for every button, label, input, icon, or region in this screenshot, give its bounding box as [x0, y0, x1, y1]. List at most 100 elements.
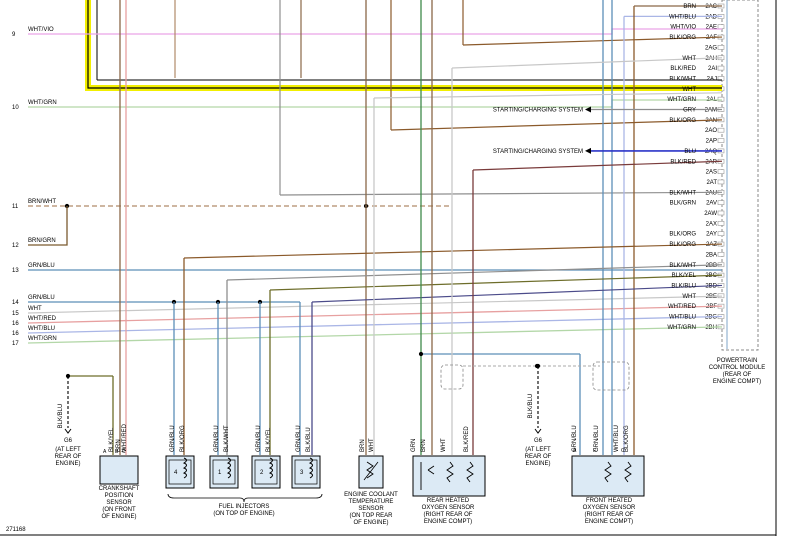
pcm-pin-socket [717, 252, 725, 257]
row-number: 15 [12, 311, 19, 317]
fuel-injector [165, 455, 195, 489]
component-wire-label: GRN/BLU [572, 425, 578, 452]
connector-frame [440, 364, 464, 390]
ground-left-location: REAR OF [55, 454, 82, 460]
crankshaft-sensor-title: SENSOR [106, 500, 132, 506]
pcm-wire-label: BLK/BLU [671, 283, 696, 289]
pcm-wire-label: WHT [682, 294, 696, 300]
component-wire-label: BRN [360, 439, 366, 452]
pcm-pin-number: 2AW [704, 211, 717, 217]
row-wire-label: BRN/WHT [28, 199, 56, 205]
wire-blk-org [390, 119, 723, 131]
pcm-pin-number: 2AZ [706, 242, 717, 248]
row-number: 16 [12, 321, 19, 327]
injector-group-bracket [167, 493, 323, 503]
pin-letter: F [593, 448, 596, 454]
row-wire-label: WHT/VIO [28, 27, 54, 33]
wire-wht-blu [27, 315, 723, 334]
row-number: 13 [12, 268, 19, 274]
coolant-temp-title: ENGINE COOLANT [344, 492, 398, 498]
wire-wht [451, 57, 723, 69]
pcm-pin-number: 2AS [706, 170, 717, 176]
component-wire-label: WHT/RED [122, 423, 128, 452]
pcm-wire-label: WHT/RED [668, 304, 697, 310]
pcm-pin-number: 2AO [705, 128, 717, 134]
pcm-pin-number: 2AF [706, 35, 717, 41]
pcm-pin-number: 2AM [705, 108, 717, 114]
rear-o2-title: ENGINE COMPT) [424, 519, 472, 525]
row-number: 16 [12, 331, 19, 337]
heater-icon [604, 461, 612, 483]
pin-letter: C [122, 449, 126, 455]
injector-number: 2 [260, 470, 264, 476]
injector-number: 1 [218, 470, 222, 476]
fuel-injector [209, 455, 239, 489]
ground-mid-location: (AT LEFT [525, 447, 551, 453]
component-wire-label: GRN [411, 439, 417, 452]
component-wire-label: GRN/BLU [214, 425, 220, 452]
pin-letter: A [573, 448, 577, 454]
component-wire-label: WHT [441, 438, 447, 452]
pcm-pin-number: 2BF [706, 304, 717, 310]
arrow-icon [585, 147, 591, 154]
pcm-wire-label: BRN [683, 4, 696, 10]
pcm-pin-socket [717, 221, 725, 226]
pcm-pin-socket [717, 210, 725, 216]
wire-brn-grn [28, 206, 68, 246]
pcm-pin-number: 2AV [706, 201, 717, 207]
coolant-temp-sensor [358, 455, 384, 489]
fuel-injector [291, 455, 321, 489]
arrow-icon [585, 106, 591, 113]
pin-letter: C [621, 448, 625, 454]
pcm-wire-label: BLK/WHT [669, 76, 696, 82]
wire-wht-vio [28, 28, 722, 35]
pcm-pin-socket [717, 200, 725, 205]
starting-charging-label: STARTING/CHARGING SYSTEM [493, 149, 583, 155]
pcm-pin-number: 2AQ [705, 149, 717, 155]
pcm-wire-label: BLK/ORG [669, 35, 696, 41]
pcm-pin-number: 2AD [705, 14, 717, 20]
coolant-temp-title: TEMPERATURE [349, 499, 394, 505]
pcm-wire-label: GRY [683, 108, 696, 114]
component-wire-label: BLK/ORG [624, 425, 630, 452]
pcm-pin-number: 2AI [708, 66, 717, 72]
component-wire-label: BLK/BLU [306, 427, 312, 452]
row-number: 10 [12, 105, 19, 111]
row-number: 14 [12, 300, 19, 306]
row-wire-label: BRN/GRN [28, 238, 56, 244]
pcm-wire-label: WHT/GRN [667, 97, 696, 103]
pcm-pin-number: 2AJ [707, 76, 717, 82]
row-number: 11 [12, 204, 19, 210]
pcm-pin-socket [717, 127, 725, 133]
pcm-pin-socket [717, 24, 725, 30]
front-o2-title: (RIGHT REAR OF [585, 512, 634, 518]
pcm-wire-label: BLK/YEL [672, 273, 697, 279]
rear-o2-title: REAR HEATED [427, 498, 470, 504]
thermistor-arrow [363, 461, 379, 481]
pcm-pin-socket [717, 65, 725, 71]
ground-wire-label: BLK/BLU [58, 404, 64, 429]
front-o2-title: OXYGEN SENSOR [583, 505, 636, 511]
pcm-pin-socket [717, 169, 725, 174]
injector-inner [168, 459, 192, 485]
coil-icon [268, 457, 273, 479]
injector-group-label: (ON TOP OF ENGINE) [213, 511, 274, 517]
row-wire-label: GRN/BLU [28, 295, 55, 301]
component-wire-label: BRN [116, 439, 122, 452]
pcm-pin-number: 2AT [706, 180, 717, 186]
sensor-element [427, 465, 435, 475]
component-wire-label: WHT [369, 438, 375, 452]
pcm-box [721, 0, 759, 351]
pcm-label: CONTROL MODULE [709, 365, 765, 371]
front-o2-title: ENGINE COMPT) [585, 519, 633, 525]
component-wire-label: GRN/BLU [594, 425, 600, 452]
row-number: 17 [12, 341, 19, 347]
pcm-pin-number: 2AU [705, 190, 717, 196]
crankshaft-sensor [99, 455, 139, 485]
row-wire-label: WHT/BLU [28, 326, 55, 332]
rear-o2-title: OXYGEN SENSOR [422, 505, 475, 511]
pin-letter: A [103, 449, 107, 455]
pcm-pin-socket [717, 138, 725, 143]
injector-group-label: FUEL INJECTORS [219, 504, 270, 510]
pcm-pin-socket [717, 45, 725, 50]
